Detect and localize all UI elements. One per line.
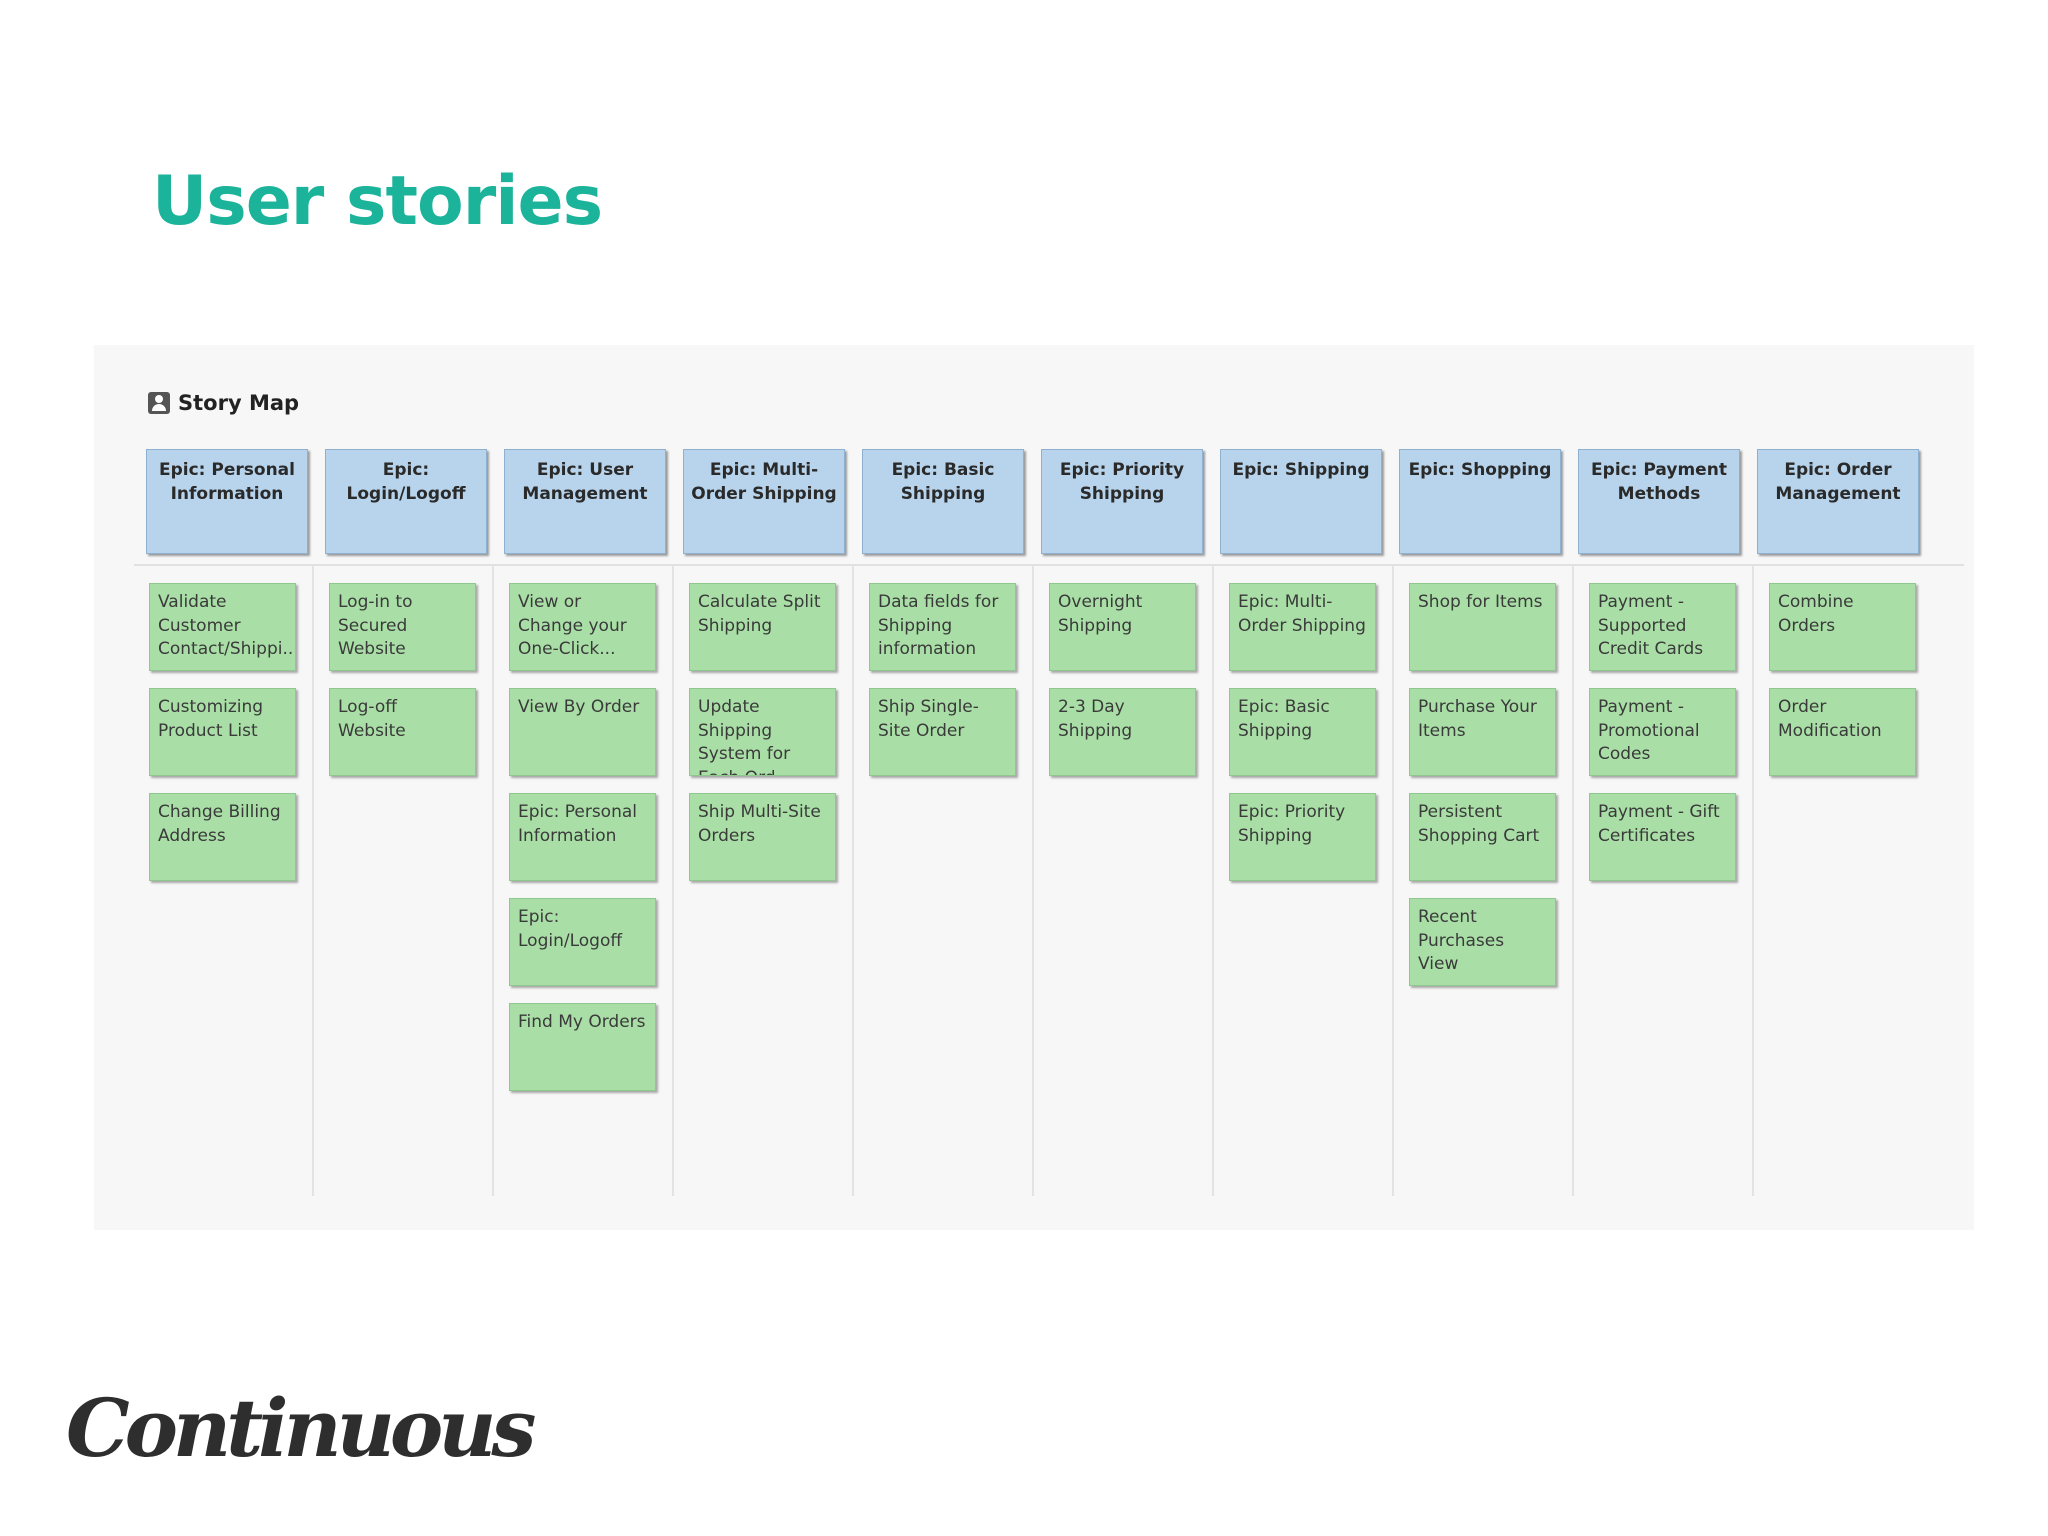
epic-row: Epic: Personal Information Epic: Login/L…: [146, 449, 1919, 554]
story-card[interactable]: Find My Orders: [509, 1003, 656, 1091]
story-card[interactable]: View or Change your One-Click...: [509, 583, 656, 671]
story-card[interactable]: Epic: Personal Information: [509, 793, 656, 881]
story-card[interactable]: Validate Customer Contact/Shippi...: [149, 583, 296, 671]
lane-divider: [134, 564, 1964, 566]
story-card[interactable]: Log-off Website: [329, 688, 476, 776]
story-column: Log-in to Secured Website Log-off Websit…: [314, 566, 494, 1196]
story-column: Payment - Supported Credit Cards Payment…: [1574, 566, 1754, 1196]
story-map-screenshot: Story Map Epic: Personal Information Epi…: [94, 345, 1974, 1230]
story-card[interactable]: Calculate Split Shipping: [689, 583, 836, 671]
story-card[interactable]: Combine Orders: [1769, 583, 1916, 671]
story-column: Calculate Split Shipping Update Shipping…: [674, 566, 854, 1196]
story-map-header: Story Map: [148, 391, 299, 415]
story-card[interactable]: Epic: Multi-Order Shipping: [1229, 583, 1376, 671]
story-column: Shop for Items Purchase Your Items Persi…: [1394, 566, 1574, 1196]
story-column: Epic: Multi-Order Shipping Epic: Basic S…: [1214, 566, 1394, 1196]
continuous-logo: Continuous: [66, 1381, 536, 1475]
epic-card[interactable]: Epic: Payment Methods: [1578, 449, 1740, 554]
story-card[interactable]: Persistent Shopping Cart: [1409, 793, 1556, 881]
epic-card[interactable]: Epic: Priority Shipping: [1041, 449, 1203, 554]
story-card[interactable]: Shop for Items: [1409, 583, 1556, 671]
story-card[interactable]: Change Billing Address: [149, 793, 296, 881]
epic-card[interactable]: Epic: User Management: [504, 449, 666, 554]
story-column: Validate Customer Contact/Shippi... Cust…: [134, 566, 314, 1196]
story-card[interactable]: Update Shipping System for Each Ord...: [689, 688, 836, 776]
story-card[interactable]: Epic: Login/Logoff: [509, 898, 656, 986]
story-column: View or Change your One-Click... View By…: [494, 566, 674, 1196]
epic-card[interactable]: Epic: Login/Logoff: [325, 449, 487, 554]
story-card[interactable]: 2-3 Day Shipping: [1049, 688, 1196, 776]
epic-card[interactable]: Epic: Order Management: [1757, 449, 1919, 554]
story-card[interactable]: Ship Multi-Site Orders: [689, 793, 836, 881]
story-card[interactable]: Overnight Shipping: [1049, 583, 1196, 671]
story-card[interactable]: Log-in to Secured Website: [329, 583, 476, 671]
story-column: Combine Orders Order Modification: [1754, 566, 1934, 1196]
story-columns: Validate Customer Contact/Shippi... Cust…: [134, 566, 1934, 1196]
story-column: Data fields for Shipping information Shi…: [854, 566, 1034, 1196]
story-card[interactable]: Customizing Product List: [149, 688, 296, 776]
user-icon: [148, 392, 170, 414]
epic-card[interactable]: Epic: Personal Information: [146, 449, 308, 554]
story-card[interactable]: View By Order: [509, 688, 656, 776]
slide-title: User stories: [152, 162, 603, 241]
epic-card[interactable]: Epic: Basic Shipping: [862, 449, 1024, 554]
story-card[interactable]: Order Modification: [1769, 688, 1916, 776]
story-card[interactable]: Epic: Priority Shipping: [1229, 793, 1376, 881]
story-card[interactable]: Payment - Supported Credit Cards: [1589, 583, 1736, 671]
story-card[interactable]: Data fields for Shipping information: [869, 583, 1016, 671]
story-card[interactable]: Payment - Promotional Codes: [1589, 688, 1736, 776]
story-column: Overnight Shipping 2-3 Day Shipping: [1034, 566, 1214, 1196]
epic-card[interactable]: Epic: Shipping: [1220, 449, 1382, 554]
story-card[interactable]: Recent Purchases View: [1409, 898, 1556, 986]
epic-card[interactable]: Epic: Shopping: [1399, 449, 1561, 554]
story-map-title: Story Map: [178, 391, 300, 415]
story-card[interactable]: Payment - Gift Certificates: [1589, 793, 1736, 881]
epic-card[interactable]: Epic: Multi-Order Shipping: [683, 449, 845, 554]
story-card[interactable]: Epic: Basic Shipping: [1229, 688, 1376, 776]
story-card[interactable]: Ship Single-Site Order: [869, 688, 1016, 776]
story-card[interactable]: Purchase Your Items: [1409, 688, 1556, 776]
